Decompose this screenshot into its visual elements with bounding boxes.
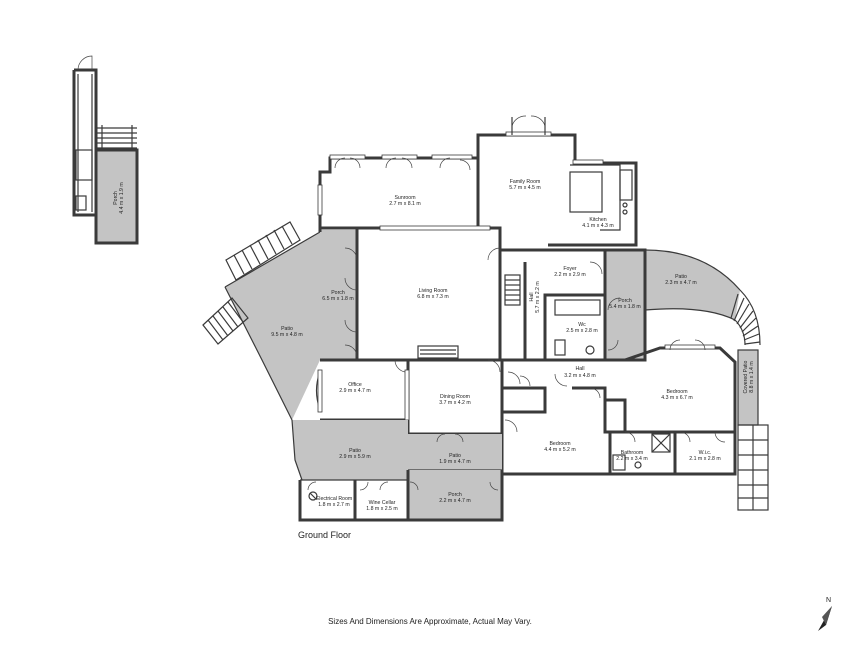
room-dim-hall: 3.2 m x 4.8 m <box>564 373 595 379</box>
detached-porch-structure <box>72 55 139 245</box>
room-dim-wine-cellar: 1.8 m x 2.5 m <box>366 506 397 512</box>
room-name-patio-east: Patio <box>675 274 687 280</box>
room-dim-electrical-room: 1.8 m x 2.7 m <box>318 502 349 508</box>
room-dim-dining-room: 3.7 m x 4.2 m <box>439 400 470 406</box>
hall-walls <box>502 358 625 414</box>
room-name-sunroom: Sunroom <box>394 195 415 201</box>
room-name-family-room: Family Room <box>510 179 541 185</box>
room-name-porch-east: Porch <box>618 298 632 304</box>
room-dim-wc: 2.5 m x 2.8 m <box>566 328 597 334</box>
room-name-porch-detached: Porch <box>113 191 119 205</box>
room-name-porch-south: Porch <box>448 492 462 498</box>
room-dim-porch-detached: 4.4 m x 1.9 m <box>119 182 125 213</box>
room-name-hall: Hall <box>576 366 585 372</box>
room-dim-hall-vertical: 5.7 m x 2.2 m <box>535 281 541 312</box>
room-name-bedroom-south: Bedroom <box>549 441 570 447</box>
room-dim-sunroom: 2.7 m x 8.1 m <box>389 201 420 207</box>
room-name-kitchen: Kitchen <box>589 217 606 223</box>
room-name-hall-vertical: Hall <box>529 293 535 302</box>
room-dim-living-room: 6.8 m x 7.3 m <box>417 294 448 300</box>
room-dim-bedroom-south: 4.4 m x 5.2 m <box>544 447 575 453</box>
room-dim-porch-east: 5.4 m x 1.8 m <box>609 304 640 310</box>
room-name-wic: W.i.c. <box>699 450 712 456</box>
room-dim-porch-west: 6.5 m x 1.8 m <box>322 296 353 302</box>
room-name-patio-west: Patio <box>281 326 293 332</box>
room-dim-bedroom-east: 4.3 m x 6.7 m <box>661 395 692 401</box>
room-name-bedroom-east: Bedroom <box>666 389 687 395</box>
room-dim-covered-patio: 8.8 m x 1.4 m <box>749 361 755 392</box>
deck-stairs-upper <box>225 221 301 281</box>
bedroom-east-walls <box>605 339 737 434</box>
room-dim-patio-south: 2.9 m x 5.9 m <box>339 454 370 460</box>
room-name-living-room: Living Room <box>419 288 448 294</box>
room-name-foyer: Foyer <box>563 266 577 272</box>
patio-west-area <box>202 221 321 421</box>
deck-stairs-lower <box>202 297 249 345</box>
room-dim-patio-small: 1.9 m x 4.7 m <box>439 459 470 465</box>
room-name-covered-patio: Covered Patio <box>743 360 749 393</box>
room-name-patio-south: Patio <box>349 448 361 454</box>
room-name-wc: Wc <box>578 322 586 328</box>
room-dim-office: 2.9 m x 4.7 m <box>339 388 370 394</box>
room-name-office: Office <box>348 382 362 388</box>
room-name-porch-west: Porch <box>331 290 345 296</box>
room-dim-porch-south: 2.2 m x 4.7 m <box>439 498 470 504</box>
room-dim-patio-west: 9.5 m x 4.8 m <box>271 332 302 338</box>
foyer-wc-walls <box>500 248 607 362</box>
bathroom-wic-walls <box>610 430 737 476</box>
floor-label: Ground Floor <box>298 530 352 540</box>
stair-run-upper <box>77 74 93 212</box>
room-name-dining-room: Dining Room <box>440 394 470 400</box>
east-porch-patio <box>603 248 761 362</box>
sunroom-walls <box>317 154 480 232</box>
room-dim-bathroom: 2.2 m x 3.4 m <box>616 456 647 462</box>
covered-patio-walkway <box>737 349 769 511</box>
curved-stair <box>730 289 761 346</box>
south-wing <box>291 419 504 522</box>
room-dim-foyer: 2.2 m x 2.9 m <box>554 272 585 278</box>
room-dim-wic: 2.1 m x 2.8 m <box>689 456 720 462</box>
room-dim-patio-east: 2.3 m x 4.7 m <box>665 280 696 286</box>
room-name-bathroom: Bathroom <box>621 450 644 456</box>
room-dim-kitchen: 4.1 m x 4.3 m <box>582 223 613 229</box>
north-label: N <box>826 597 832 604</box>
room-name-patio-small: Patio <box>449 453 461 459</box>
room-name-wine-cellar: Wine Cellar <box>369 500 396 506</box>
room-dim-family-room: 5.7 m x 4.5 m <box>509 185 540 191</box>
north-arrow-icon <box>818 606 832 631</box>
porch-west-floor <box>320 230 357 360</box>
detached-stair-treads <box>97 125 137 150</box>
disclaimer-text: Sizes And Dimensions Are Approximate, Ac… <box>328 617 532 626</box>
family-kitchen-walls <box>476 115 638 247</box>
room-name-electrical-room: Electrical Room <box>316 496 352 502</box>
